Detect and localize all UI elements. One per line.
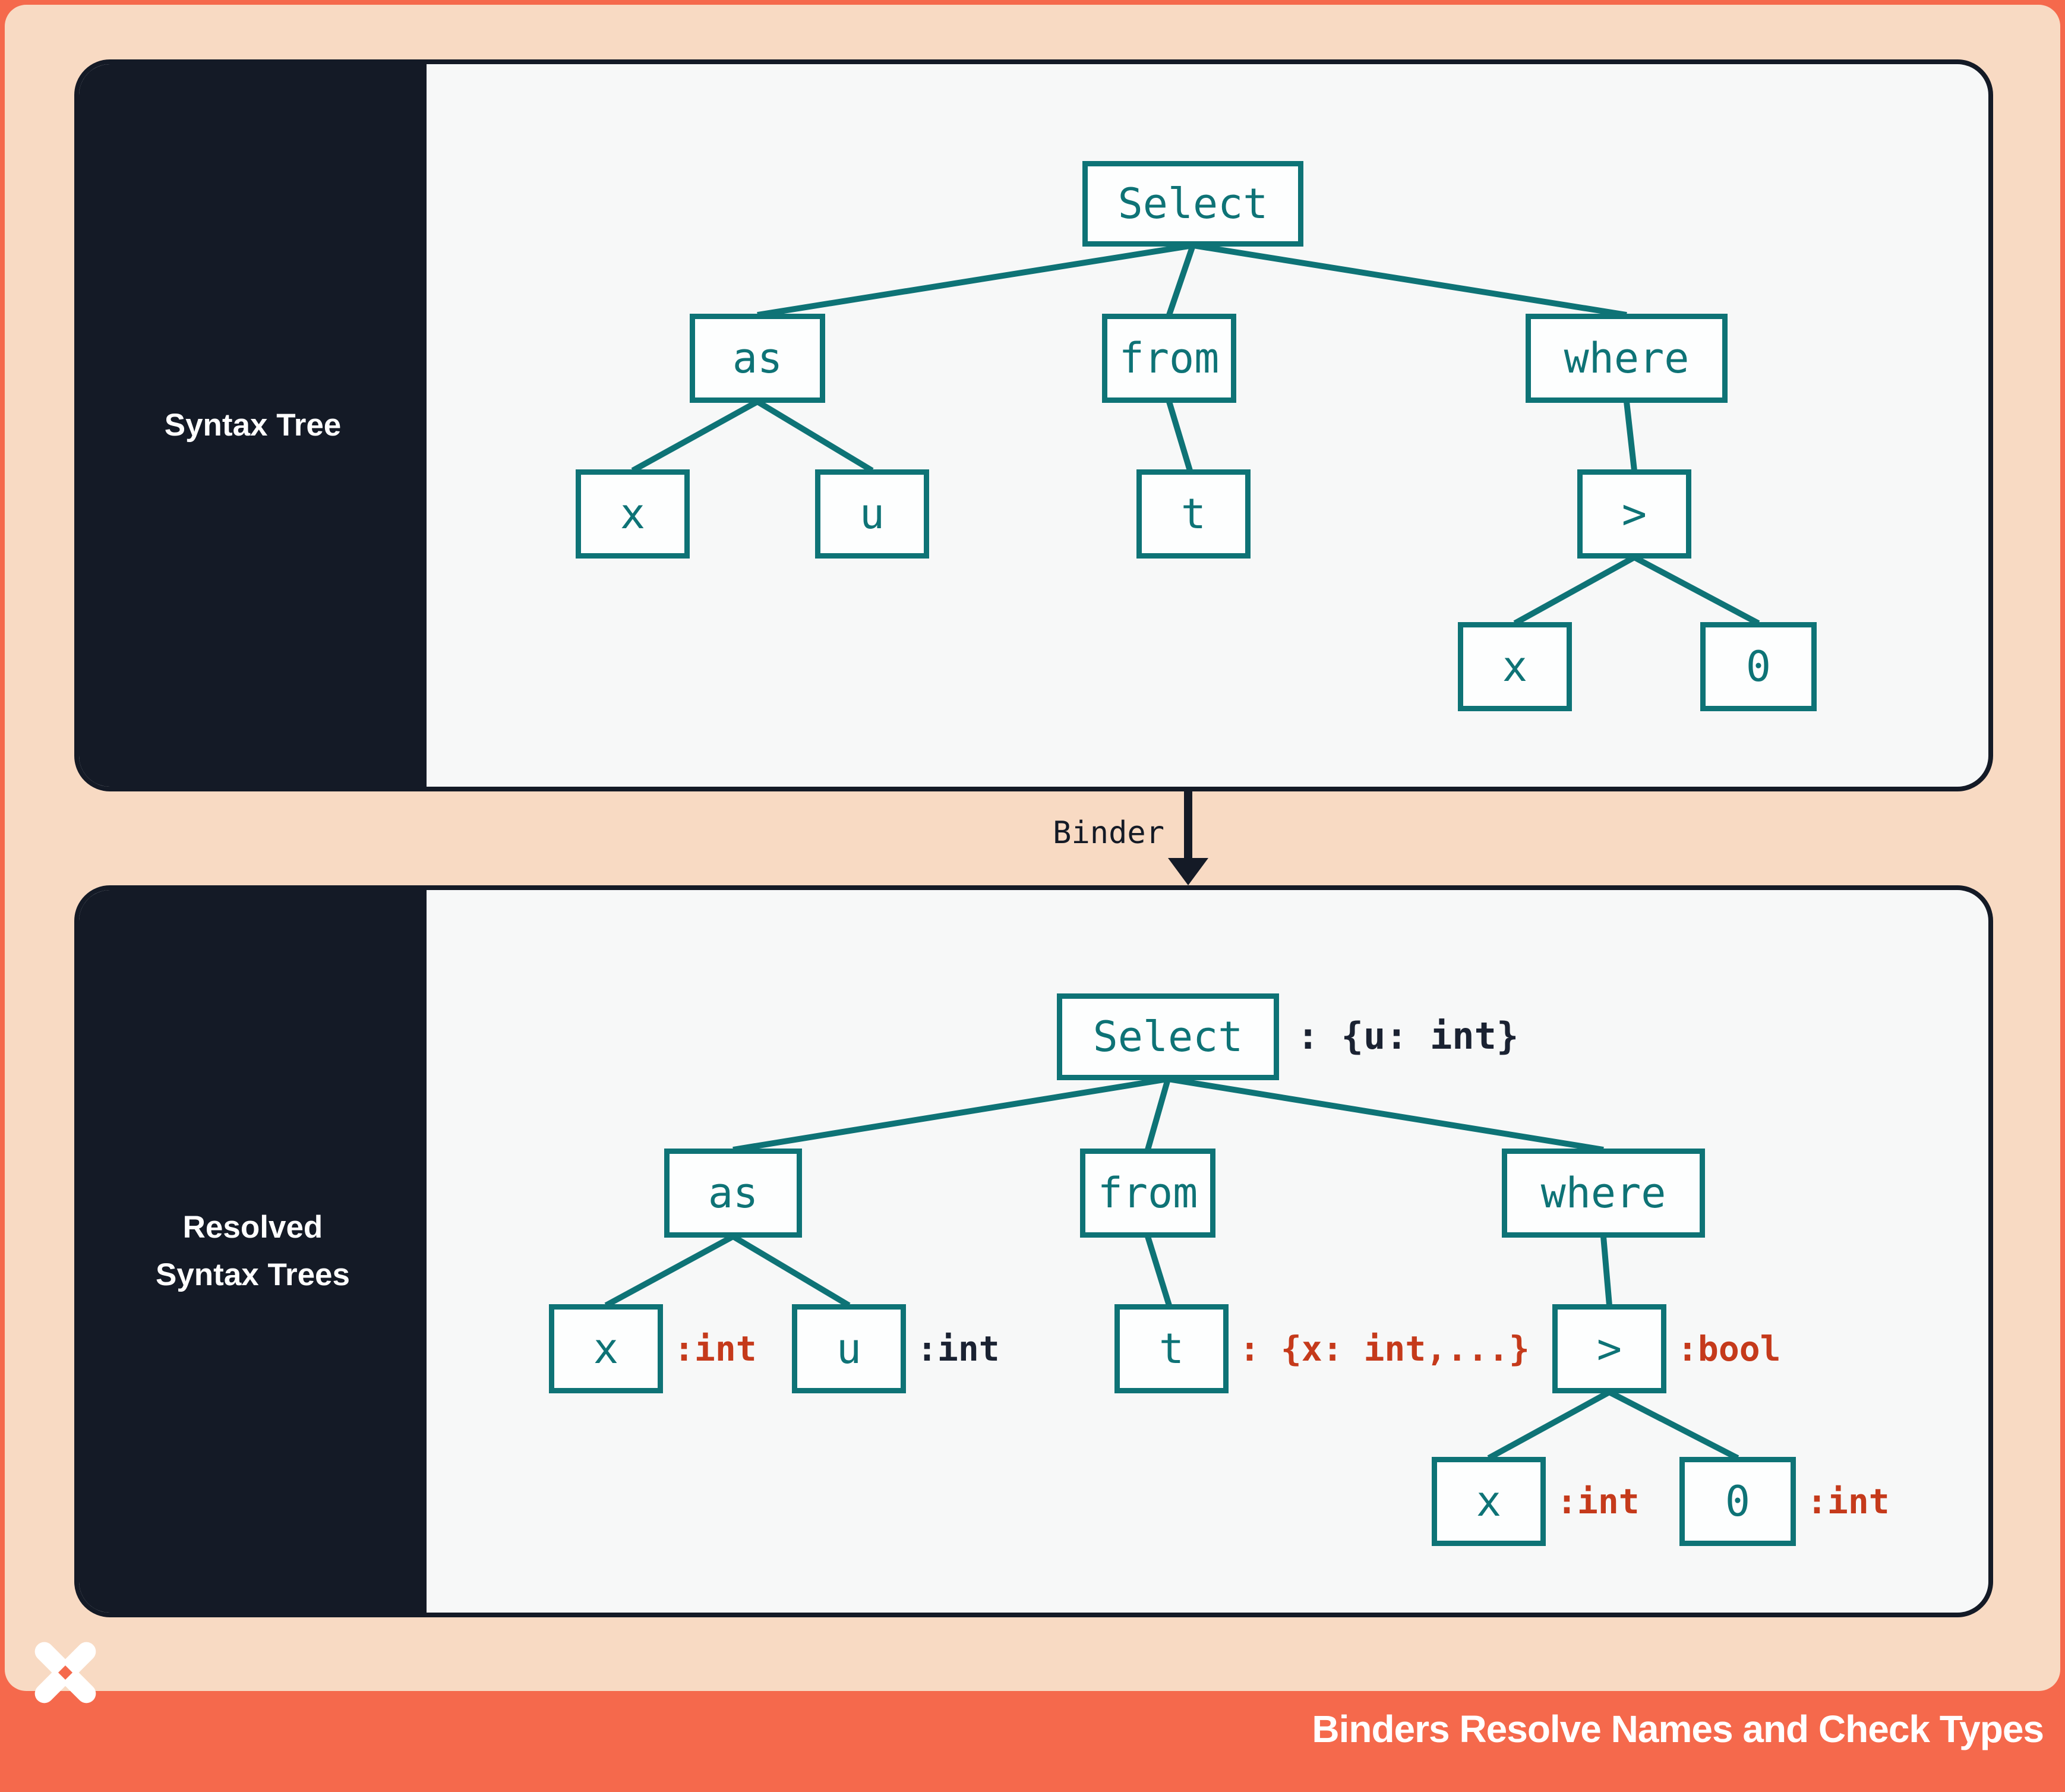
edge-group [604,1076,1739,1461]
resolved-syntax-trees-sidebar: Resolved Syntax Trees [79,890,427,1613]
node-as: as [664,1149,802,1238]
node-t: t [1114,1304,1229,1393]
x-star-logo-icon [34,1642,96,1703]
node-greater-than: > [1577,469,1691,559]
type-annotation-u: :int [917,1329,1000,1369]
type-annotation-t: : {x: int,...} [1239,1329,1530,1369]
node-label: t [1180,490,1207,538]
type-annotation-select: : {u: int} [1297,1014,1519,1058]
node-label: x [1476,1477,1502,1526]
binder-arrow-icon [1168,791,1208,885]
node-x-under-gt: x [1458,622,1572,711]
edge-group [631,242,1760,626]
footer-bar: Binders Resolve Names and Check Types [0,1642,2065,1792]
node-where: where [1502,1149,1705,1238]
node-label: 0 [1725,1477,1751,1526]
node-label: x [1502,642,1528,691]
node-label: from [1119,334,1220,383]
node-from: from [1102,314,1236,403]
node-label: where [1564,334,1690,383]
binder-label: Binder [1053,815,1164,851]
syntax-tree-diagram: Select as from where x u t > x 0 [79,64,1988,787]
node-x-under-gt: x [1432,1457,1546,1546]
panel-title-line2: Syntax Trees [155,1257,351,1292]
node-label: u [836,1324,862,1373]
binder-transition: Binder [951,791,1426,885]
node-greater-than: > [1552,1304,1666,1393]
type-annotation-x: :int [674,1329,757,1369]
node-zero: 0 [1700,622,1817,711]
panel-title-resolved-syntax-trees: Resolved Syntax Trees [156,1204,350,1299]
node-label: > [1596,1324,1622,1373]
node-label: Select [1117,179,1268,228]
node-x-under-as: x [576,469,690,559]
node-from: from [1080,1149,1215,1238]
syntax-tree-panel: Syntax Tree Select as from whe [74,59,1993,791]
type-annotation-gt: :bool [1677,1329,1781,1369]
node-label: x [620,490,646,538]
node-label: Select [1093,1012,1243,1061]
node-label: x [593,1324,619,1373]
panel-title-line1: Resolved [182,1210,323,1245]
node-where: where [1526,314,1728,403]
node-t: t [1136,469,1251,559]
footer-title: Binders Resolve Names and Check Types [1312,1708,2044,1750]
type-annotation-x2: :int [1556,1481,1640,1522]
node-label: where [1540,1169,1666,1217]
node-label: t [1158,1324,1185,1373]
node-u: u [792,1304,906,1393]
type-annotation-zero: :int [1807,1481,1890,1522]
resolved-syntax-tree-diagram: Select : {u: int} as from where x :int u… [79,890,1988,1613]
node-label: from [1097,1169,1198,1217]
node-label: > [1621,490,1647,538]
node-x-under-as: x [549,1304,663,1393]
node-label: as [708,1169,759,1217]
resolved-syntax-trees-panel: Resolved Syntax Trees Select : {u: int} … [74,885,1993,1617]
node-label: as [732,334,783,383]
node-label: u [859,490,885,538]
node-select: Select [1057,993,1279,1080]
tree-edges [604,1076,1739,1461]
panel-title-syntax-tree: Syntax Tree [164,408,342,443]
node-select: Select [1082,161,1303,247]
syntax-tree-sidebar: Syntax Tree [79,64,427,787]
node-u: u [815,469,929,559]
node-label: 0 [1745,642,1772,691]
node-zero: 0 [1679,1457,1796,1546]
tree-edges [631,242,1760,626]
node-as: as [690,314,825,403]
